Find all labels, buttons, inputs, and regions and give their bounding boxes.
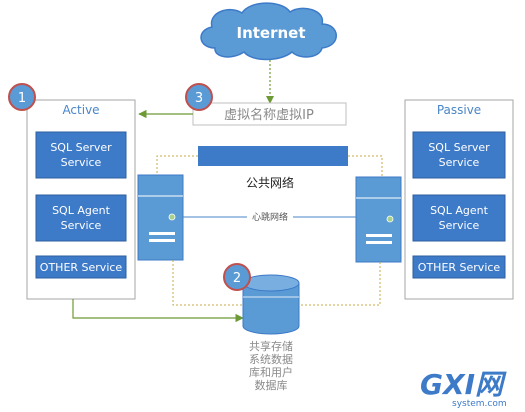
active-server <box>137 174 184 261</box>
badge-1-circle <box>8 83 36 111</box>
public-network-label: 公共网络 <box>246 175 294 190</box>
storage-label: 共享存储系统数据库和用户数据库 <box>249 339 293 392</box>
text-line: 库和用户 <box>249 365 293 379</box>
text-line: SQL Server <box>50 141 112 154</box>
text-line: Service <box>439 219 480 232</box>
passive-storage-link-dotted <box>300 262 381 306</box>
active-sql-server-service <box>35 131 127 179</box>
active-server-slot-2 <box>149 239 175 242</box>
passive-other-service-label: OTHER Service <box>418 261 501 274</box>
badge-2: 2 <box>223 263 251 291</box>
passive-sql-server-service <box>412 131 506 179</box>
storage-body <box>242 282 300 335</box>
active-title: Active <box>62 103 99 117</box>
text-line: Service <box>61 156 102 169</box>
active-other-service-label: OTHER Service <box>40 261 123 274</box>
watermark-url: system.com <box>452 399 507 409</box>
active-other-service <box>35 255 127 279</box>
badge-1: 1 <box>8 83 36 111</box>
public-link-right <box>348 155 383 177</box>
text-line: OTHER Service <box>40 261 123 274</box>
text-line: OTHER Service <box>418 261 501 274</box>
heartbeat-label: 心跳网络 <box>252 211 288 223</box>
passive-server-slot-2 <box>366 241 392 244</box>
text-line: 系统数据 <box>249 352 293 366</box>
text-line: Service <box>61 219 102 232</box>
heartbeat-label-bg <box>247 210 293 223</box>
public-link-left <box>156 155 198 175</box>
passive-server-slot-1 <box>366 234 392 237</box>
active-server-chassis <box>137 174 184 261</box>
text-line: 数据库 <box>255 378 288 392</box>
badge-3: 3 <box>185 83 213 111</box>
cloud-shape <box>200 2 337 61</box>
watermark: GXI网 system.com <box>420 368 507 409</box>
passive-server-chassis <box>355 176 402 263</box>
public-network-bar <box>198 146 348 166</box>
internet-cloud: Internet <box>200 2 337 61</box>
storage-top <box>242 274 300 292</box>
passive-sql-agent-service <box>412 194 506 242</box>
passive-title: Passive <box>437 103 481 117</box>
text-line: 共享存储 <box>249 339 293 353</box>
shared-storage <box>242 274 300 335</box>
text-line: Service <box>439 156 480 169</box>
active-server-slot-1 <box>149 232 175 235</box>
badge-3-circle <box>185 83 213 111</box>
text-line: SQL Agent <box>430 204 489 217</box>
virtual-ip-label: 虚拟名称虚拟IP <box>224 107 314 123</box>
active-sql-agent-service <box>35 194 127 242</box>
active-to-storage-arrow <box>72 299 244 323</box>
badge-2-label: 2 <box>233 271 241 286</box>
badge-2-circle <box>223 263 251 291</box>
text-line: SQL Agent <box>52 204 111 217</box>
active-server-led <box>168 213 176 221</box>
internet-link-arrowhead <box>266 96 274 104</box>
text-line: SQL Server <box>428 141 490 154</box>
active-storage-link-dotted <box>172 260 245 306</box>
internet-label: Internet <box>236 24 305 42</box>
badge-1-label: 1 <box>18 91 26 106</box>
passive-server-led <box>386 215 394 223</box>
badge-3-label: 3 <box>195 91 203 106</box>
passive-server <box>355 176 402 263</box>
watermark-brand: GXI网 <box>420 368 507 401</box>
passive-other-service <box>412 255 506 279</box>
